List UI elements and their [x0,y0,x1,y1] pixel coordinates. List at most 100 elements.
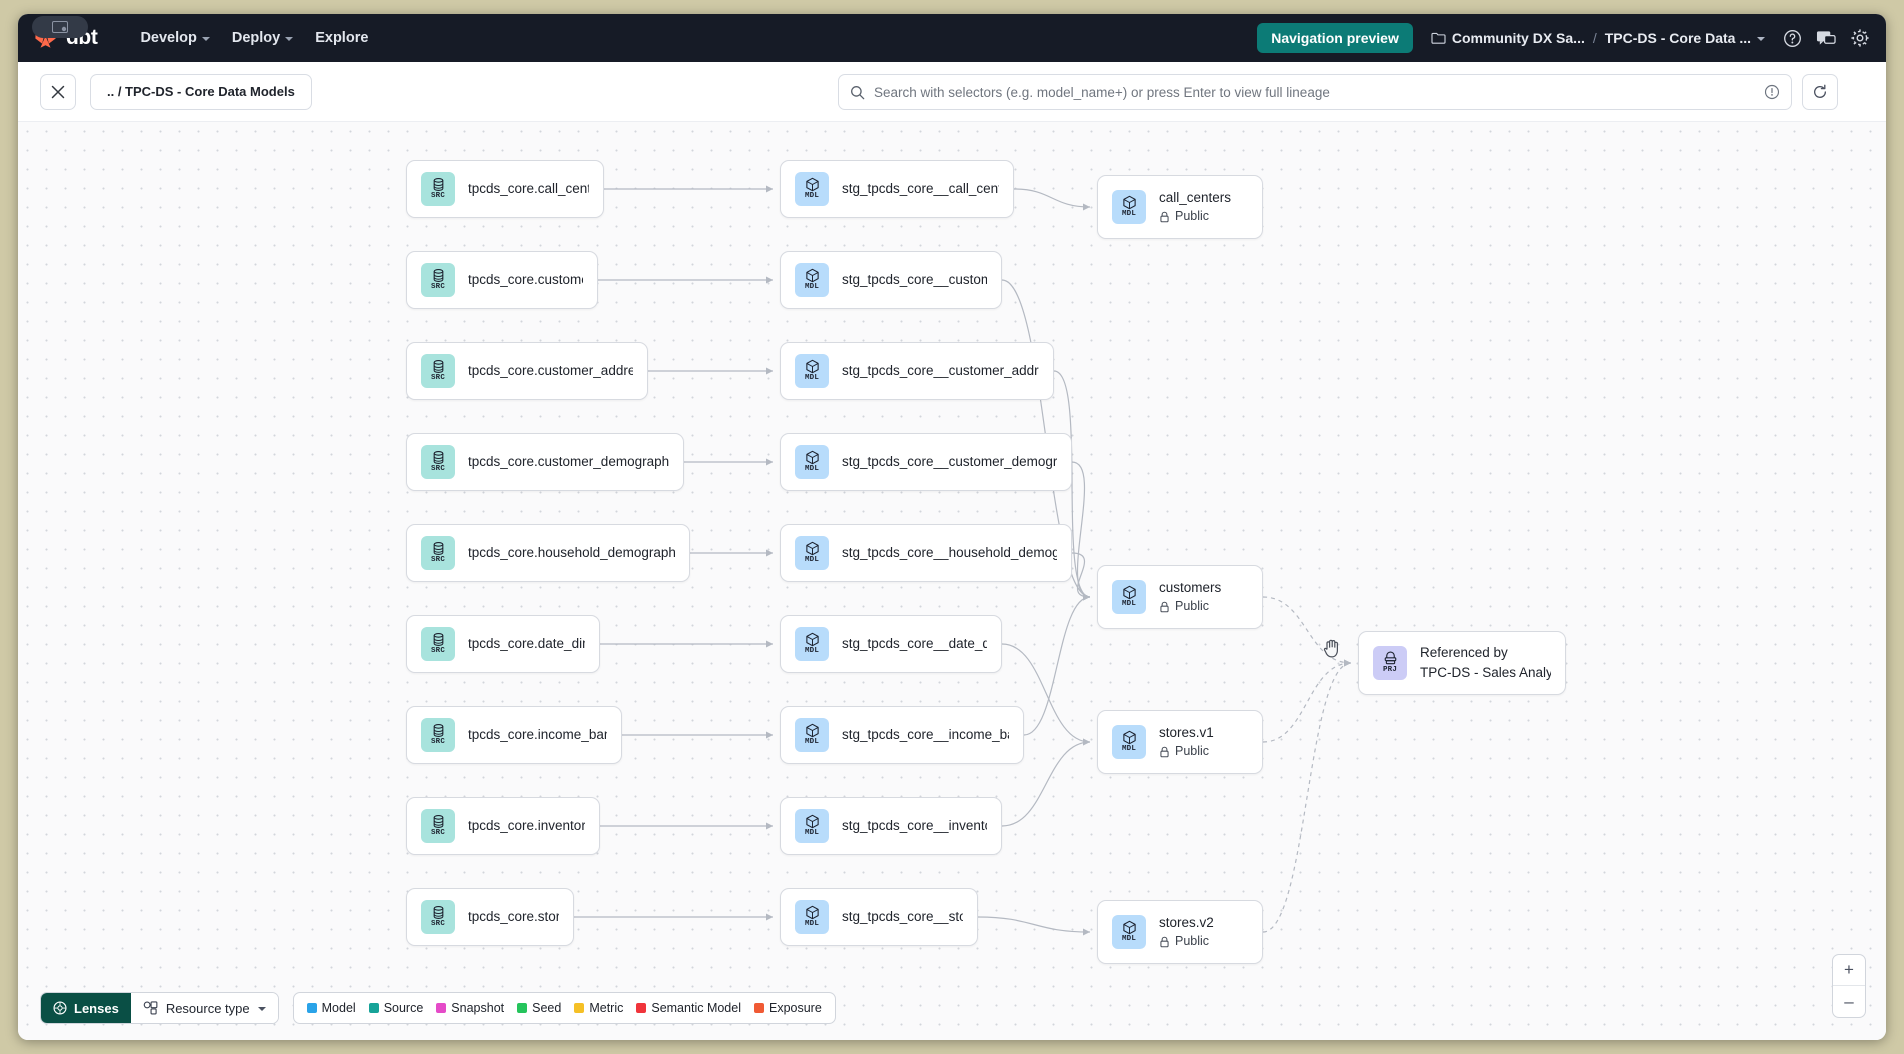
mdl-badge-icon: MDL [795,445,829,479]
lineage-node-title: stg_tpcds_core__household_demogr… [842,544,1057,560]
search-area [838,74,1838,110]
os-window-chrome-nub [32,16,88,38]
zoom-out-button[interactable]: – [1844,991,1854,1011]
close-lineage-button[interactable] [40,73,76,110]
node-type-tag: SRC [430,283,446,292]
nav-icon-group [1783,28,1870,48]
legend-item-label: Metric [589,1001,624,1015]
node-type-tag: SRC [430,920,446,929]
lineage-node-text: tpcds_core.income_band [468,727,607,744]
lineage-node-text: stg_tpcds_core__store [842,909,963,926]
nav-item-deploy[interactable]: Deploy [221,24,304,52]
lineage-node-mdl-stg-call-center[interactable]: MDL stg_tpcds_core__call_center [780,160,1014,218]
lineage-node-mdl-stg-income-band[interactable]: MDL stg_tpcds_core__income_band [780,706,1024,764]
lineage-node-title: stg_tpcds_core__call_center [842,180,999,196]
node-type-tag: MDL [804,283,820,292]
node-type-tag: MDL [804,738,820,747]
lineage-edge [1013,188,1091,211]
node-type-tag: MDL [804,192,820,201]
legend-swatch-icon [436,1003,447,1013]
node-type-tag: SRC [430,829,446,838]
grab-cursor [1323,639,1338,658]
lineage-node-src-household-demo[interactable]: SRC tpcds_core.household_demographics [406,524,690,582]
breadcrumb-project[interactable]: TPC-DS - Core Data ... [1605,30,1765,46]
src-badge-icon: SRC [421,536,455,570]
lens-icon [53,1001,67,1015]
legend-item-snapshot[interactable]: Snapshot [436,1001,504,1015]
resource-type-icon [143,1001,158,1015]
legend-item-seed[interactable]: Seed [517,1001,561,1015]
lineage-node-text: stg_tpcds_core__date_dim [842,636,987,653]
lineage-node-src-inventory[interactable]: SRC tpcds_core.inventory [406,797,600,855]
lineage-node-mdl-stg-date-dim[interactable]: MDL stg_tpcds_core__date_dim [780,615,1002,673]
mdl-badge-icon: MDL [795,627,829,661]
node-type-tag: MDL [804,465,820,474]
src-badge-icon: SRC [421,263,455,297]
node-type-tag: MDL [804,647,820,656]
breadcrumb-account[interactable]: Community DX Sa... [1431,30,1585,46]
search-input[interactable] [874,84,1755,100]
gear-icon[interactable] [1850,28,1870,48]
resource-type-dropdown[interactable]: Resource type [130,993,278,1023]
node-type-tag: SRC [430,556,446,565]
lineage-node-title: customers [1159,579,1222,595]
lineage-breadcrumb-chip[interactable]: .. / TPC-DS - Core Data Models [90,73,312,110]
lineage-node-title: tpcds_core.inventory [468,817,585,833]
legend-swatch-icon [306,1003,317,1013]
nav-item-develop[interactable]: Develop [129,24,220,52]
search-box[interactable] [838,74,1792,110]
legend-item-source[interactable]: Source [368,1001,423,1015]
legend-item-label: Semantic Model [651,1001,741,1015]
chevron-down-icon [1757,37,1765,41]
lineage-node-mdl-stg-household-demo[interactable]: MDL stg_tpcds_core__household_demogr… [780,524,1072,582]
zoom-in-button[interactable]: + [1833,955,1865,986]
lineage-node-title: stg_tpcds_core__date_dim [842,635,987,651]
navigation-preview-button[interactable]: Navigation preview [1257,23,1413,53]
mdl-badge-icon: MDL [795,172,829,206]
access-label: Public [1175,599,1210,614]
mdl-badge-icon: MDL [795,718,829,752]
nav-item-explore[interactable]: Explore [304,24,379,52]
info-icon[interactable] [1764,84,1780,100]
lineage-node-text: stg_tpcds_core__income_band [842,727,1009,744]
feedback-icon[interactable] [1816,29,1836,48]
breadcrumb-account-label: Community DX Sa... [1451,30,1585,46]
lineage-canvas[interactable]: SRCtpcds_core.call_centerSRCtpcds_core.c… [18,122,1886,1040]
help-icon[interactable] [1783,29,1802,48]
lineage-node-title: stg_tpcds_core__customer_address [842,362,1039,378]
lineage-node-text: tpcds_core.household_demographics [468,545,675,562]
lenses-button[interactable]: Lenses [41,993,131,1023]
src-badge-icon: SRC [421,627,455,661]
lineage-node-text: tpcds_core.inventory [468,818,585,835]
legend-item-label: Exposure [768,1001,822,1015]
mdl-badge-icon: MDL [795,536,829,570]
legend-item-semantic-model[interactable]: Semantic Model [636,1001,741,1015]
legend-item-metric[interactable]: Metric [574,1001,623,1015]
node-type-tag: MDL [804,556,820,565]
refresh-lineage-button[interactable] [1802,74,1838,110]
mdl-badge-icon: MDL [1112,190,1146,224]
node-type-tag: MDL [1121,210,1137,219]
src-badge-icon: SRC [421,809,455,843]
legend-item-exposure[interactable]: Exposure [753,1001,822,1015]
legend-item-model[interactable]: Model [306,1001,356,1015]
